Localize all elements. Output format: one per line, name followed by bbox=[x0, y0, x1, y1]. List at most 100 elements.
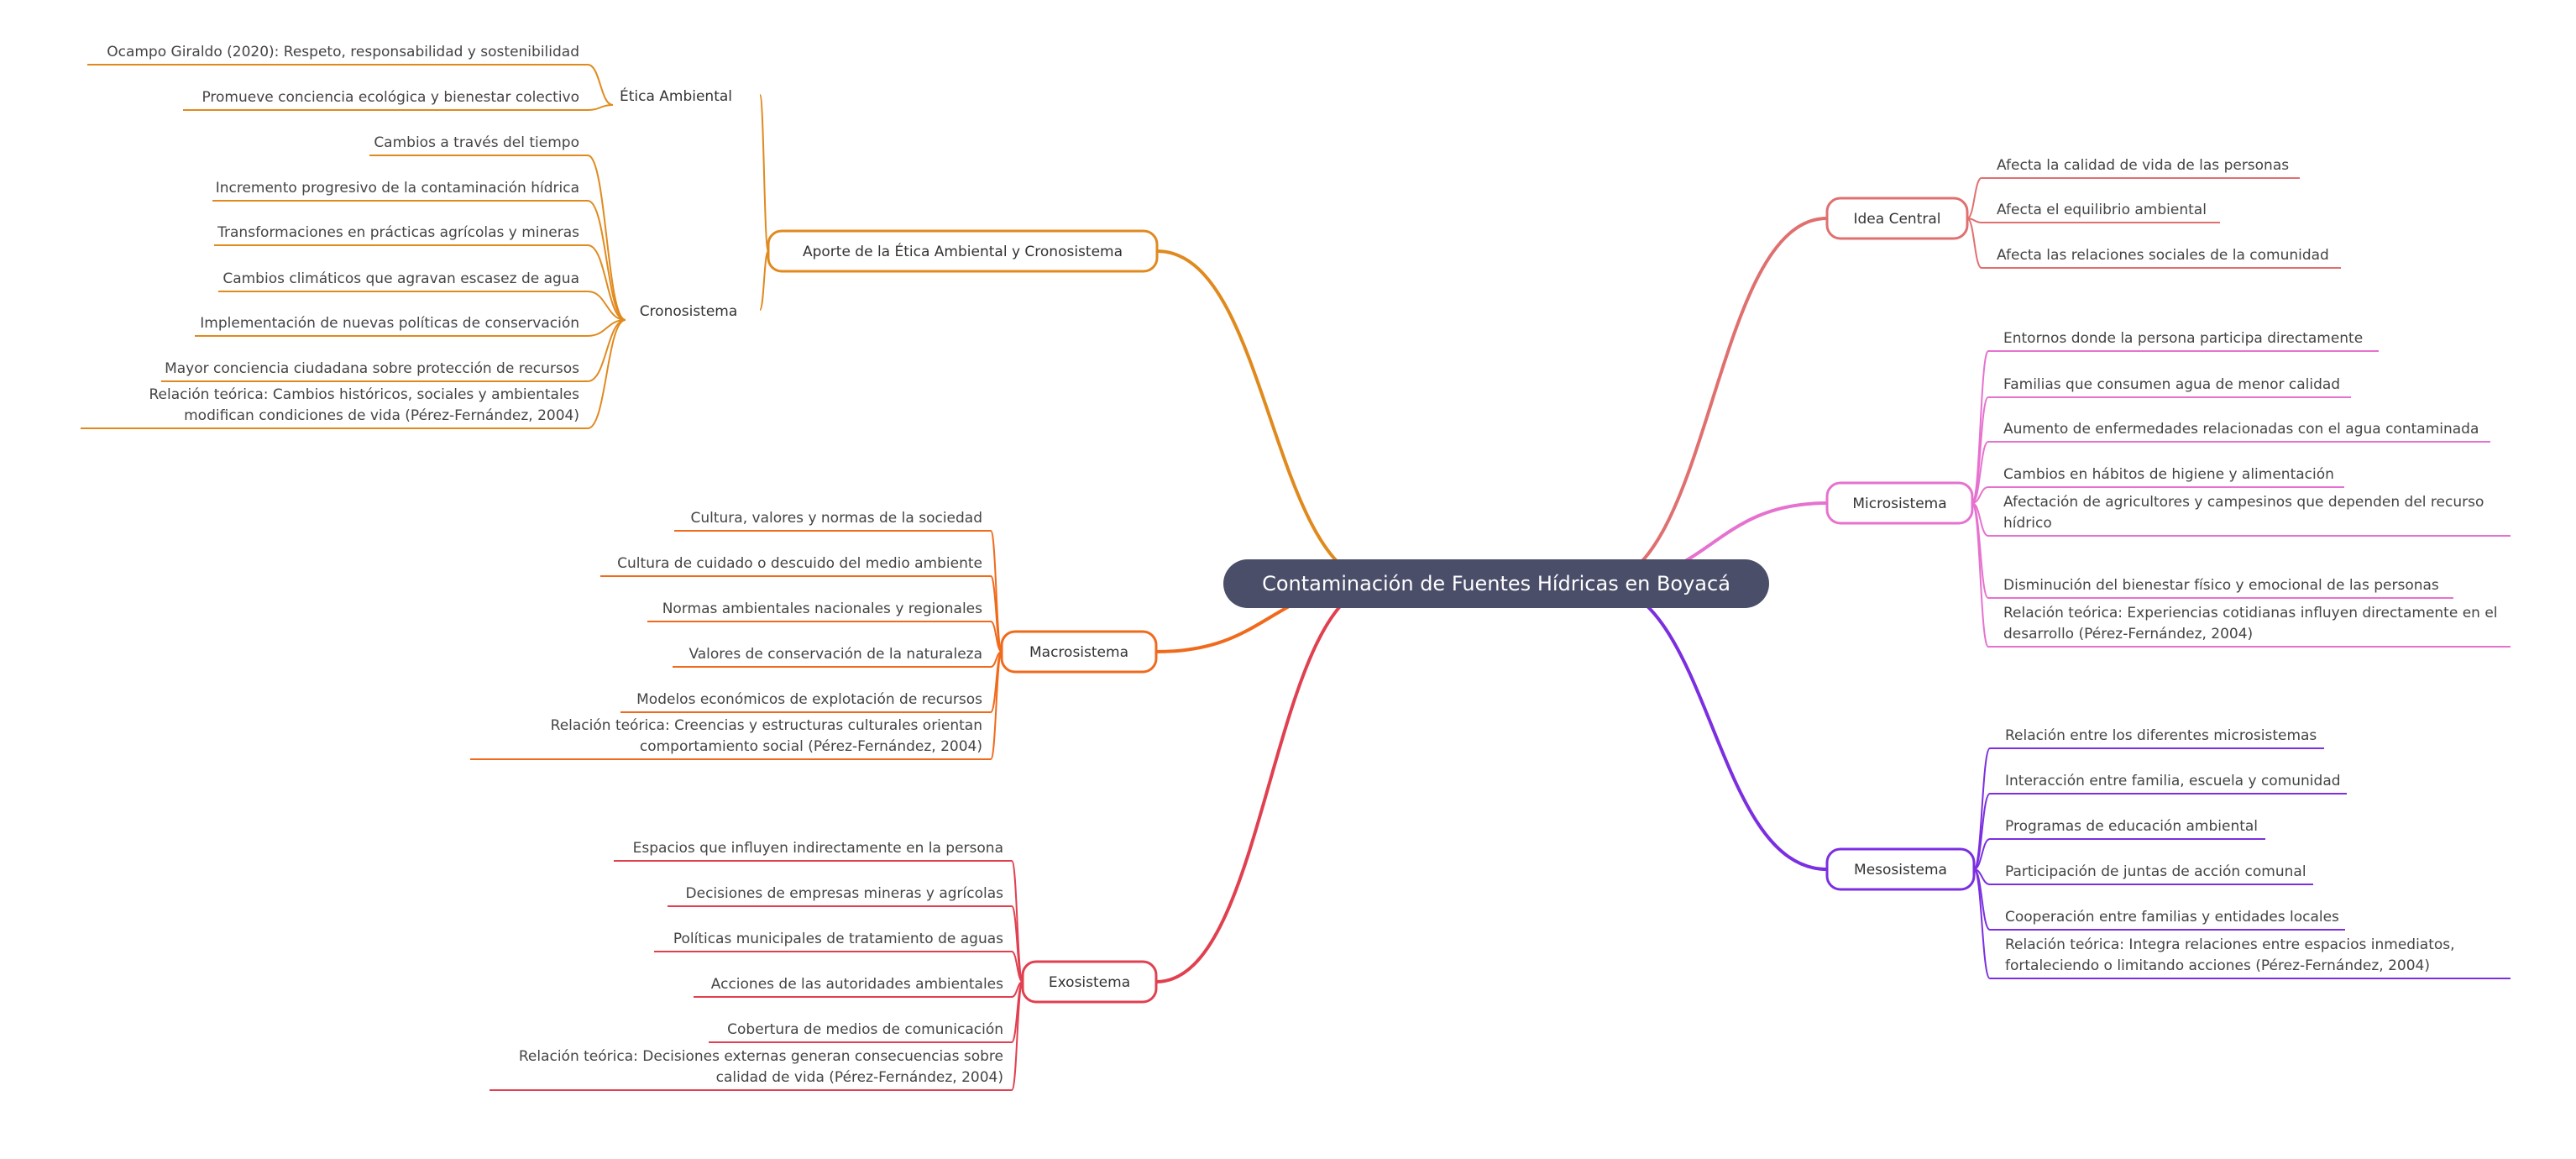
leaf-text-line: calidad de vida (Pérez-Fernández, 2004) bbox=[716, 1069, 1003, 1086]
leaf-node[interactable]: Programas de educación ambiental bbox=[2005, 818, 2258, 835]
leaf-text-line: Decisiones de empresas mineras y agrícol… bbox=[686, 885, 1004, 902]
branch-label: Macrosistema bbox=[1029, 644, 1128, 661]
subgroup-label-etica[interactable]: Ética Ambiental bbox=[620, 87, 732, 105]
leaf-text-line: Cultura de cuidado o descuido del medio … bbox=[617, 555, 982, 572]
leaf-text: Mayor conciencia ciudadana sobre protecc… bbox=[165, 360, 579, 377]
leaf-text: Incremento progresivo de la contaminació… bbox=[216, 180, 579, 197]
leaf-text: Cobertura de medios de comunicación bbox=[727, 1021, 1003, 1038]
leaf-text-line: Relación entre los diferentes microsiste… bbox=[2005, 727, 2317, 744]
branch-node-idea[interactable]: Idea Central bbox=[1825, 197, 1969, 240]
leaf-node[interactable]: Relación teórica: Decisiones externas ge… bbox=[519, 1048, 1003, 1086]
branch-node-etica-crono[interactable]: Aporte de la Ética Ambiental y Cronosist… bbox=[767, 229, 1159, 273]
leaf-text: Afecta la calidad de vida de las persona… bbox=[1997, 157, 2289, 174]
leaf-text: Espacios que influyen indirectamente en … bbox=[633, 840, 1003, 857]
branch-node-macro[interactable]: Macrosistema bbox=[1000, 630, 1158, 674]
leaf-node[interactable]: Cambios en hábitos de higiene y alimenta… bbox=[2003, 466, 2334, 483]
leaf-node[interactable]: Políticas municipales de tratamiento de … bbox=[673, 931, 1003, 947]
leaf-node[interactable]: Cambios a través del tiempo bbox=[374, 134, 579, 151]
branch-node-meso[interactable]: Mesosistema bbox=[1825, 847, 1976, 891]
leaf-node[interactable]: Espacios que influyen indirectamente en … bbox=[633, 840, 1003, 857]
branch-label: Exosistema bbox=[1049, 974, 1130, 991]
branch-node-border bbox=[1825, 481, 1974, 525]
leaf-connector bbox=[587, 291, 626, 321]
leaf-text-line: Afectación de agricultores y campesinos … bbox=[2003, 494, 2484, 511]
leaf-text: Cultura, valores y normas de la sociedad bbox=[690, 510, 982, 527]
leaf-text-line: Relación teórica: Integra relaciones ent… bbox=[2005, 936, 2455, 953]
leaf-node[interactable]: Relación teórica: Experiencias cotidiana… bbox=[2003, 605, 2498, 642]
leaf-node[interactable]: Aumento de enfermedades relacionadas con… bbox=[2003, 421, 2479, 438]
leaf-node[interactable]: Interacción entre familia, escuela y com… bbox=[2005, 773, 2341, 789]
leaf-node[interactable]: Implementación de nuevas políticas de co… bbox=[200, 315, 579, 332]
leaf-node[interactable]: Acciones de las autoridades ambientales bbox=[711, 976, 1003, 993]
leaf-node[interactable]: Cambios climáticos que agravan escasez d… bbox=[223, 270, 579, 287]
branch-node-border bbox=[1825, 197, 1969, 240]
leaf-text-line: Espacios que influyen indirectamente en … bbox=[633, 840, 1003, 857]
leaf-node[interactable]: Promueve conciencia ecológica y bienesta… bbox=[202, 89, 579, 106]
leaf-text-line: Cambios climáticos que agravan escasez d… bbox=[223, 270, 579, 287]
leaf-text: Decisiones de empresas mineras y agrícol… bbox=[686, 885, 1004, 902]
leaf-connector bbox=[587, 319, 626, 429]
leaf-text-line: Valores de conservación de la naturaleza bbox=[689, 646, 982, 663]
leaf-node[interactable]: Cultura, valores y normas de la sociedad bbox=[690, 510, 982, 527]
leaf-node[interactable]: Valores de conservación de la naturaleza bbox=[689, 646, 982, 663]
connector-etica bbox=[759, 94, 769, 252]
leaf-node[interactable]: Cooperación entre familias y entidades l… bbox=[2005, 909, 2339, 926]
branch-label: Mesosistema bbox=[1854, 862, 1947, 878]
leaf-text-line: Modelos económicos de explotación de rec… bbox=[636, 691, 982, 708]
leaf-connector bbox=[1966, 218, 1982, 269]
leaf-node[interactable]: Disminución del bienestar físico y emoci… bbox=[2003, 577, 2439, 594]
leaf-node[interactable]: Afectación de agricultores y campesinos … bbox=[2003, 494, 2484, 532]
leaf-text: Políticas municipales de tratamiento de … bbox=[673, 931, 1003, 947]
leaf-text-line: Aumento de enfermedades relacionadas con… bbox=[2003, 421, 2479, 438]
connector-idea bbox=[1596, 217, 1828, 585]
leaf-text-line: hídrico bbox=[2003, 515, 2052, 532]
leaf-node[interactable]: Participación de juntas de acción comuna… bbox=[2005, 863, 2306, 880]
branch-node-micro[interactable]: Microsistema bbox=[1825, 481, 1974, 525]
leaf-connector bbox=[587, 64, 614, 106]
leaf-text: Relación teórica: Cambios históricos, so… bbox=[149, 386, 580, 424]
connector-crono bbox=[759, 250, 769, 311]
leaf-node[interactable]: Relación entre los diferentes microsiste… bbox=[2005, 727, 2317, 744]
leaf-node[interactable]: Cultura de cuidado o descuido del medio … bbox=[617, 555, 982, 572]
subgroup-label-crono[interactable]: Cronosistema bbox=[640, 303, 738, 320]
leaf-connector bbox=[587, 104, 614, 111]
leaf-node[interactable]: Incremento progresivo de la contaminació… bbox=[216, 180, 579, 197]
leaf-node[interactable]: Cobertura de medios de comunicación bbox=[727, 1021, 1003, 1038]
leaf-node[interactable]: Normas ambientales nacionales y regional… bbox=[662, 600, 982, 617]
leaf-text-line: Políticas municipales de tratamiento de … bbox=[673, 931, 1003, 947]
leaf-text-line: fortaleciendo o limitando acciones (Pére… bbox=[2005, 957, 2430, 974]
leaf-node[interactable]: Afecta las relaciones sociales de la com… bbox=[1997, 247, 2329, 264]
leaf-text-line: Entornos donde la persona participa dire… bbox=[2003, 330, 2363, 347]
leaf-text-line: Cambios en hábitos de higiene y alimenta… bbox=[2003, 466, 2334, 483]
leaf-connector bbox=[587, 155, 626, 321]
leaf-text: Cambios en hábitos de higiene y alimenta… bbox=[2003, 466, 2334, 483]
branch-label: Idea Central bbox=[1854, 211, 1941, 228]
leaf-connector bbox=[1971, 502, 1989, 648]
leaf-text: Cambios a través del tiempo bbox=[374, 134, 579, 151]
leaf-connector bbox=[990, 651, 1003, 760]
leaf-text: Aumento de enfermedades relacionadas con… bbox=[2003, 421, 2479, 438]
branch-node-border bbox=[1825, 847, 1976, 891]
leaf-node[interactable]: Decisiones de empresas mineras y agrícol… bbox=[686, 885, 1004, 902]
leaf-node[interactable]: Modelos económicos de explotación de rec… bbox=[636, 691, 982, 708]
root-node[interactable]: Contaminación de Fuentes Hídricas en Boy… bbox=[1223, 559, 1769, 608]
leaf-text: Familias que consumen agua de menor cali… bbox=[2003, 376, 2340, 393]
leaf-text: Programas de educación ambiental bbox=[2005, 818, 2258, 835]
leaf-node[interactable]: Afecta el equilibrio ambiental bbox=[1997, 202, 2207, 218]
leaf-text: Relación entre los diferentes microsiste… bbox=[2005, 727, 2317, 744]
branch-node-exo[interactable]: Exosistema bbox=[1021, 960, 1158, 1004]
leaf-node[interactable]: Relación teórica: Creencias y estructura… bbox=[551, 717, 982, 755]
leaf-text: Relación teórica: Experiencias cotidiana… bbox=[2003, 605, 2498, 642]
leaf-node[interactable]: Afecta la calidad de vida de las persona… bbox=[1997, 157, 2289, 174]
leaf-text-line: Afecta la calidad de vida de las persona… bbox=[1997, 157, 2289, 174]
leaf-text: Valores de conservación de la naturaleza bbox=[689, 646, 982, 663]
leaf-text: Cultura de cuidado o descuido del medio … bbox=[617, 555, 982, 572]
leaf-node[interactable]: Familias que consumen agua de menor cali… bbox=[2003, 376, 2340, 393]
leaf-node[interactable]: Mayor conciencia ciudadana sobre protecc… bbox=[165, 360, 579, 377]
leaf-node[interactable]: Entornos donde la persona participa dire… bbox=[2003, 330, 2363, 347]
leaf-node[interactable]: Relación teórica: Cambios históricos, so… bbox=[149, 386, 580, 424]
leaf-node[interactable]: Relación teórica: Integra relaciones ent… bbox=[2005, 936, 2455, 974]
leaf-node[interactable]: Transformaciones en prácticas agrícolas … bbox=[217, 224, 579, 241]
leaf-text: Cooperación entre familias y entidades l… bbox=[2005, 909, 2339, 926]
leaf-node[interactable]: Ocampo Giraldo (2020): Respeto, responsa… bbox=[107, 44, 579, 60]
